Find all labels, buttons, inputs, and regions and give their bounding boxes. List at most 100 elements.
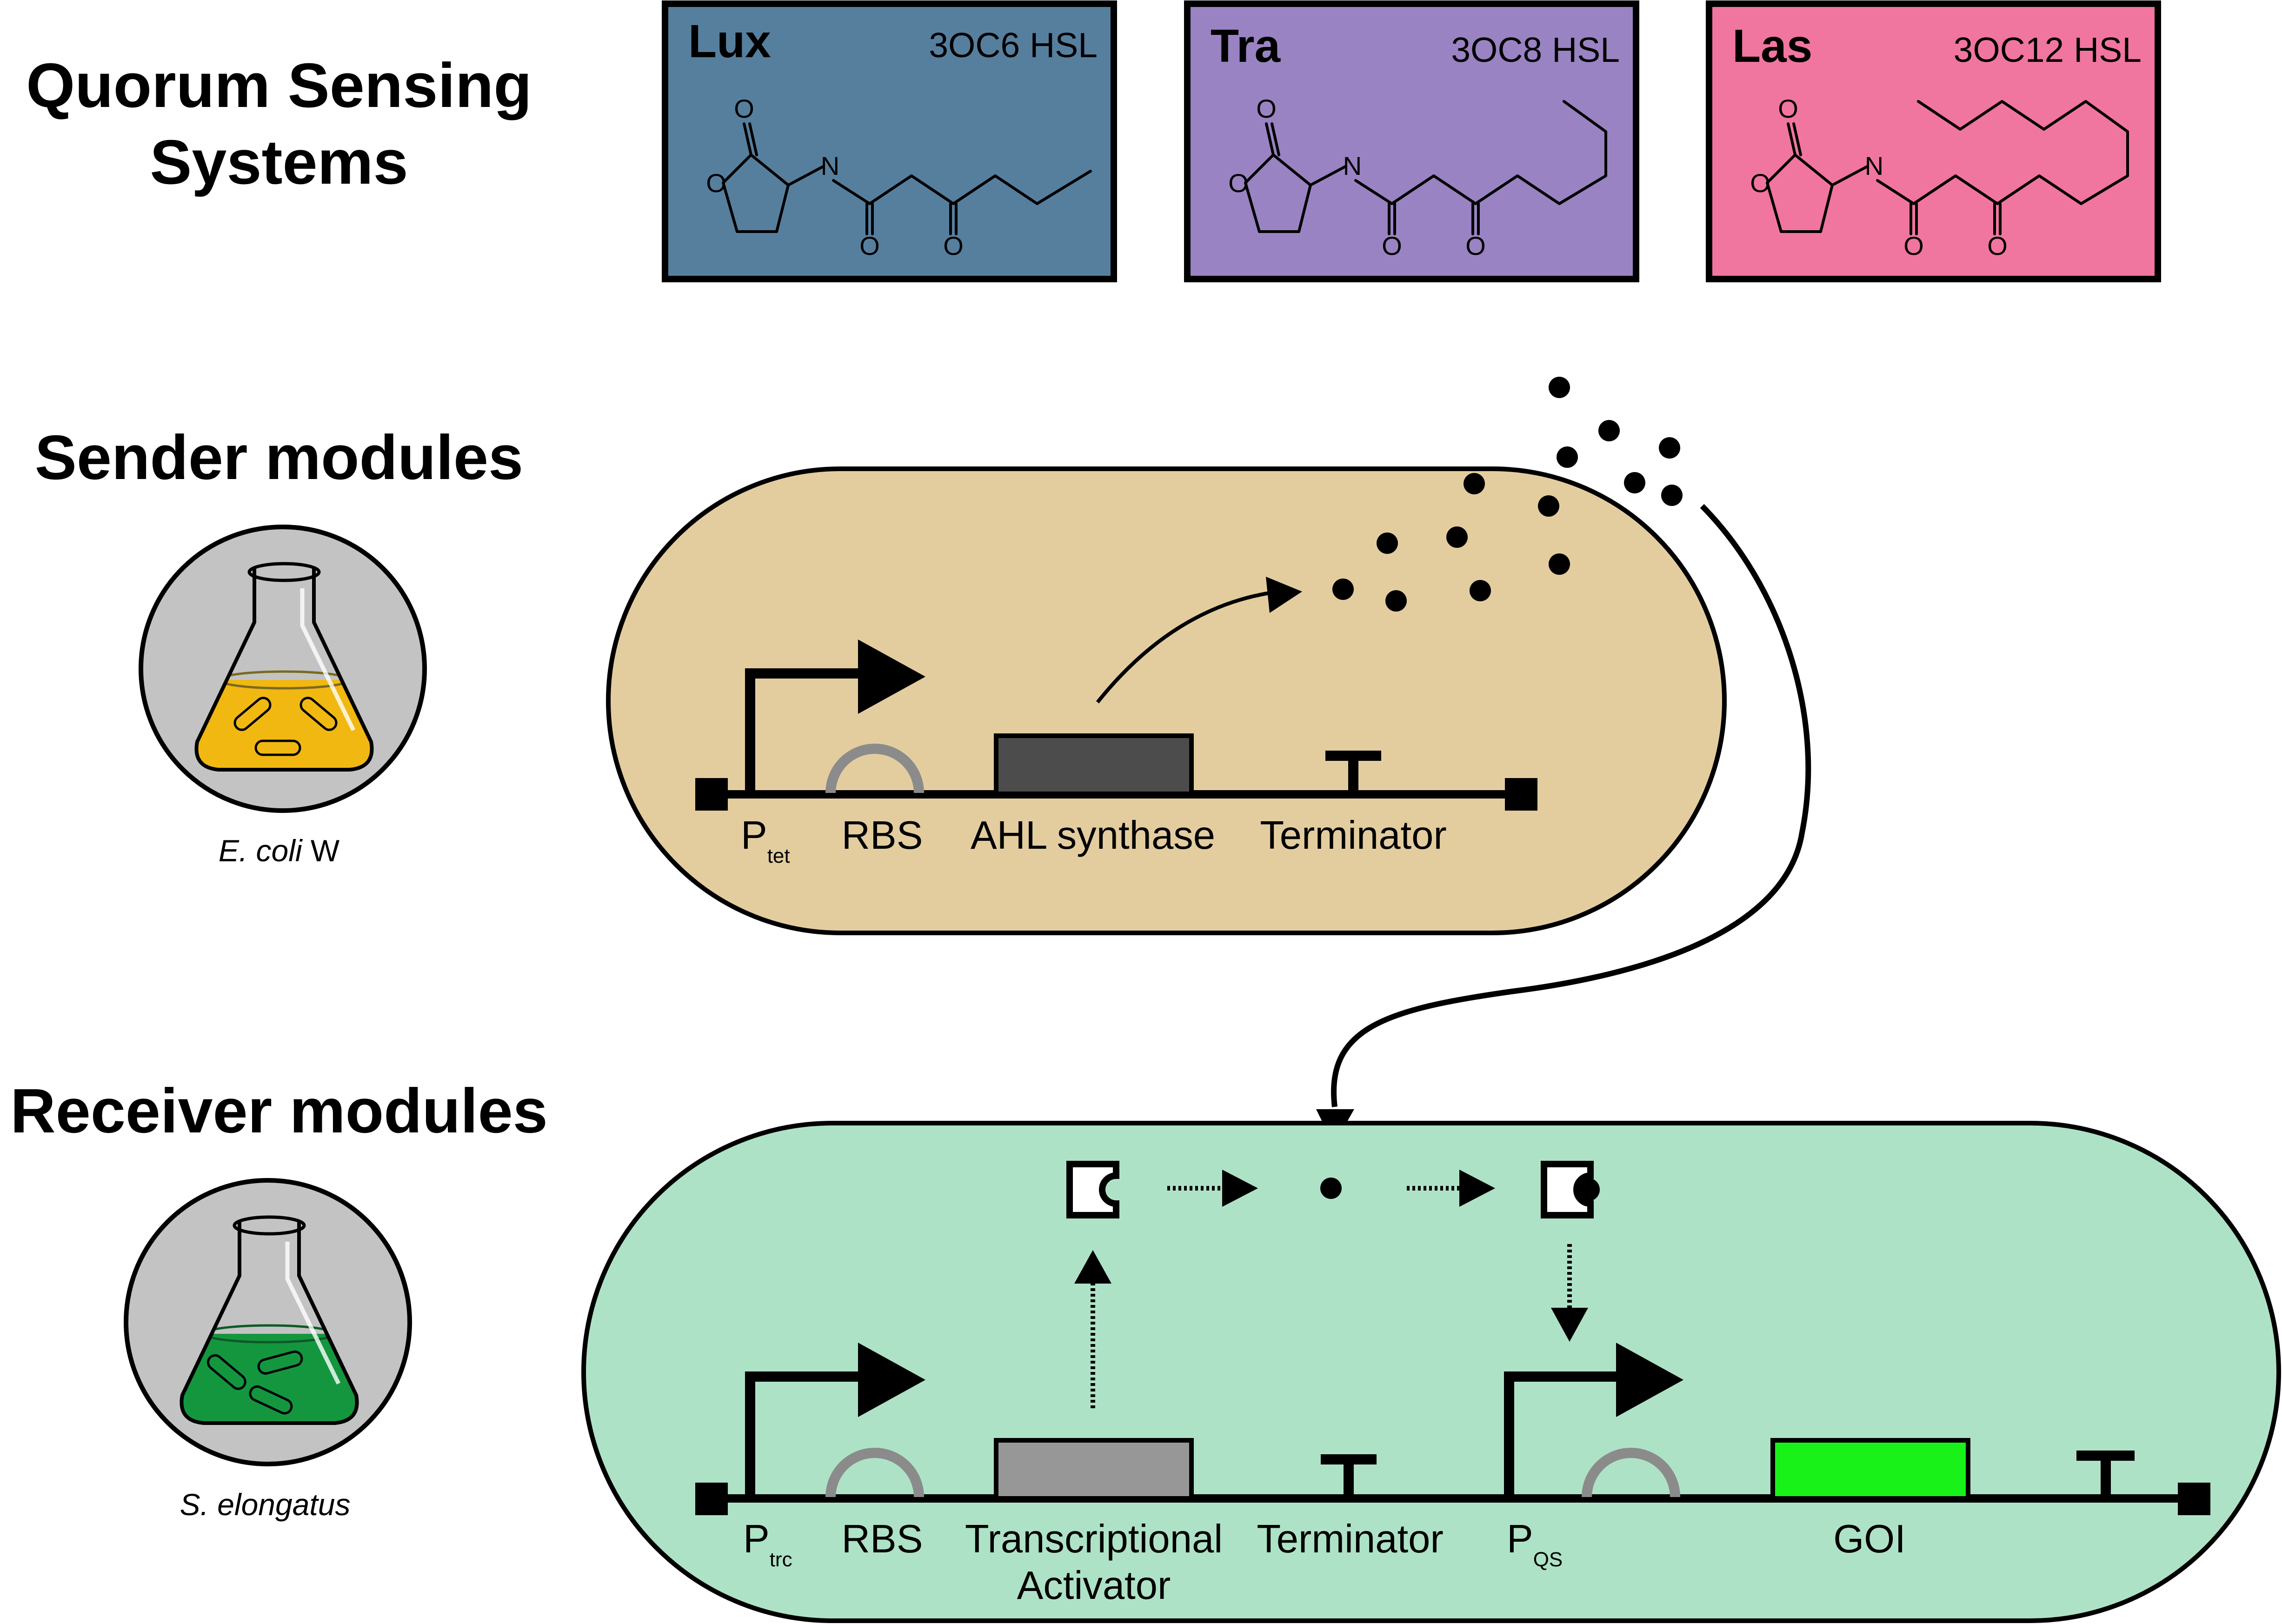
keto-oxygen: O bbox=[1465, 231, 1486, 260]
amide-oxygen: O bbox=[1903, 231, 1924, 260]
bound-ahl-dot bbox=[1577, 1178, 1600, 1201]
ring-oxygen: O bbox=[1228, 168, 1249, 198]
ahl-structure: O O N O O bbox=[1228, 94, 1607, 260]
bacterium bbox=[254, 739, 301, 756]
qs-system-name: Tra bbox=[1211, 20, 1281, 72]
quorum-sensing-title-line2: Systems bbox=[150, 127, 408, 197]
bacterium bbox=[233, 697, 272, 731]
ahl-dot bbox=[1377, 532, 1398, 554]
goi-label: GOI bbox=[1833, 1517, 1906, 1561]
carbonyl-oxygen: O bbox=[1256, 94, 1277, 123]
arrowhead bbox=[1222, 1170, 1258, 1207]
receiver-genetic-circuit: Ptrc RBS Transcriptional Activator Termi… bbox=[695, 1343, 2210, 1608]
ahl-dot bbox=[1470, 580, 1491, 601]
keto-oxygen: O bbox=[1987, 231, 2008, 260]
activator-label-line2: Activator bbox=[1017, 1564, 1171, 1608]
arrowhead bbox=[1074, 1250, 1111, 1284]
qs-box-tra: Tra 3OC8 HSL O O N O O bbox=[1184, 0, 1639, 282]
ahl-dot bbox=[1659, 437, 1680, 459]
bacterium bbox=[249, 1385, 293, 1415]
ahl-dot-receiver bbox=[1320, 1178, 1342, 1199]
ring-oxygen: O bbox=[1750, 168, 1770, 198]
receiver-modules-title: Receiver modules bbox=[10, 1076, 548, 1146]
rbs-label: RBS bbox=[842, 813, 923, 858]
carbonyl-oxygen: O bbox=[734, 94, 754, 123]
receptor-protein bbox=[1066, 1161, 1119, 1218]
ahl-dot bbox=[1385, 590, 1407, 612]
ahl-dot bbox=[1538, 495, 1559, 517]
ahl-dot bbox=[1549, 553, 1570, 575]
ahl-synthase-label: AHL synthase bbox=[971, 813, 1215, 858]
ahl-dot bbox=[1598, 420, 1620, 441]
promoter-pqs-arrow bbox=[1504, 1371, 1621, 1498]
rbs-symbol bbox=[1582, 1448, 1680, 1498]
ptet-label: Ptet bbox=[741, 813, 790, 867]
dna-end-cap bbox=[695, 1483, 728, 1515]
promoter-arrowhead bbox=[858, 639, 925, 714]
sender-modules-title: Sender modules bbox=[35, 422, 523, 493]
qs-system-boxes: Lux 3OC6 HSL O O N O O Tra bbox=[662, 0, 2161, 282]
dna-end-cap bbox=[2178, 1483, 2210, 1515]
arrowhead bbox=[1459, 1170, 1495, 1207]
flask-outline bbox=[194, 567, 374, 772]
bacterium bbox=[257, 1350, 303, 1375]
ahl-dot bbox=[1549, 377, 1570, 398]
amide-nitrogen: N bbox=[1865, 151, 1883, 180]
ahl-synthase-gene bbox=[994, 733, 1194, 796]
dna-end-cap bbox=[1505, 778, 1537, 811]
amide-oxygen: O bbox=[1382, 231, 1402, 260]
ptrc-label: Ptrc bbox=[743, 1517, 792, 1571]
flask-liquid bbox=[181, 1334, 357, 1423]
ahl-molecules bbox=[1332, 377, 1683, 612]
ahl-dot bbox=[1332, 579, 1354, 600]
terminator-label: Terminator bbox=[1260, 813, 1447, 858]
bacterium bbox=[299, 697, 338, 731]
pqs-label: PQS bbox=[1507, 1517, 1563, 1571]
synthesis-arrowhead bbox=[1266, 577, 1302, 613]
promoter-ptrc-arrow bbox=[745, 1371, 863, 1498]
ahl-structure: O O N O O bbox=[1750, 94, 2129, 260]
qs-box-background bbox=[662, 0, 1117, 282]
sender-genetic-circuit: Ptet RBS AHL synthase Terminator bbox=[695, 639, 1537, 867]
qs-box-background bbox=[1184, 0, 1639, 282]
quorum-sensing-title-line1: Quorum Sensing bbox=[26, 50, 532, 120]
qs-box-las: Las 3OC12 HSL O O N O O bbox=[1706, 0, 2161, 282]
ahl-dot bbox=[1446, 526, 1468, 548]
flask-outline bbox=[180, 1220, 359, 1425]
dna-end-cap bbox=[695, 778, 728, 811]
diffusion-arrow bbox=[1331, 504, 1811, 1107]
terminator-label: Terminator bbox=[1257, 1517, 1444, 1561]
rbs-label: RBS bbox=[842, 1517, 923, 1561]
flask-rim bbox=[247, 562, 321, 582]
receiver-signaling bbox=[1066, 1161, 1600, 1408]
promoter-arrowhead bbox=[1616, 1343, 1683, 1417]
amide-oxygen: O bbox=[859, 231, 880, 260]
ahl-dot bbox=[1661, 485, 1683, 506]
bacterium bbox=[206, 1354, 246, 1390]
sender-flask-icon bbox=[139, 525, 427, 813]
qs-system-name: Las bbox=[1732, 20, 1812, 72]
ring-oxygen: O bbox=[706, 168, 726, 198]
qs-box-lux: Lux 3OC6 HSL O O N O O bbox=[662, 0, 1117, 282]
lactone-ring bbox=[1244, 153, 1312, 233]
amide-nitrogen: N bbox=[821, 151, 839, 180]
sender-organism-label: E. coli W bbox=[219, 833, 340, 868]
qs-box-background bbox=[1706, 0, 2161, 282]
ahl-dot bbox=[1557, 446, 1578, 468]
qs-system-name: Lux bbox=[688, 15, 771, 67]
flask-rim bbox=[233, 1215, 306, 1236]
qs-molecule-name: 3OC6 HSL bbox=[929, 26, 1098, 65]
transcriptional-activator-gene bbox=[994, 1438, 1194, 1501]
promoter-ptet-arrow bbox=[745, 668, 863, 794]
lactone-ring bbox=[1766, 153, 1834, 233]
rbs-symbol bbox=[825, 1448, 924, 1498]
lactone-ring bbox=[722, 153, 790, 233]
promoter-arrowhead bbox=[858, 1343, 925, 1417]
goi-gene bbox=[1770, 1438, 1970, 1501]
ahl-dot bbox=[1624, 472, 1645, 493]
ahl-dot bbox=[1464, 473, 1485, 494]
rbs-symbol bbox=[825, 744, 924, 793]
ahl-structure: O O N O O bbox=[706, 94, 1092, 260]
receiver-flask-icon bbox=[124, 1178, 412, 1466]
